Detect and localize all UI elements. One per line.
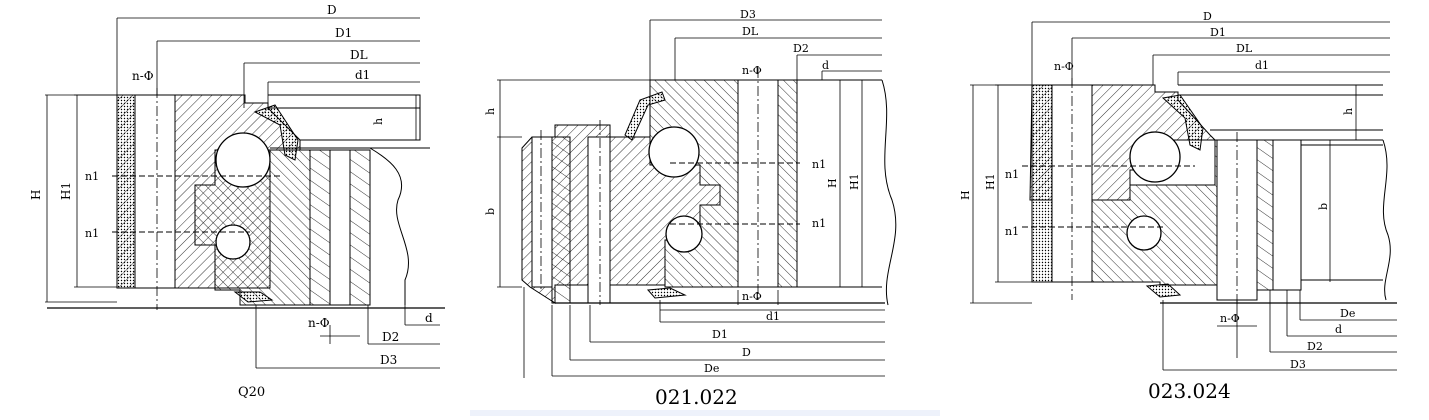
q20-label-D2: D2 bbox=[382, 330, 399, 344]
d2-label-D3: D3 bbox=[740, 8, 756, 21]
d2-label-nphi-top: n-Φ bbox=[742, 64, 762, 77]
q20-label-DL: DL bbox=[350, 48, 368, 62]
q20-break-line bbox=[369, 147, 409, 305]
d2-dimension-lines bbox=[497, 19, 885, 378]
q20-label-d1: d1 bbox=[355, 68, 370, 82]
d3-upper-ball bbox=[1129, 131, 1181, 183]
d3-label-nphi-bottom: n-Φ bbox=[1220, 312, 1240, 325]
q20-label-D: D bbox=[327, 3, 337, 17]
q20-top-seal bbox=[253, 104, 299, 161]
d3-label-De: De bbox=[1340, 307, 1355, 320]
d2-label-n1a: n1 bbox=[812, 158, 826, 171]
d3-label-D2: D2 bbox=[1307, 340, 1323, 353]
d2-caption: 021.022 bbox=[655, 385, 738, 409]
q20-caption: Q20 bbox=[238, 385, 265, 400]
d2-label-n1b: n1 bbox=[812, 217, 826, 230]
d3-label-h: h bbox=[1342, 108, 1355, 115]
q20-bottom-seal bbox=[233, 291, 274, 303]
bottom-strip bbox=[470, 410, 940, 416]
q20-inner-ring bbox=[194, 149, 311, 306]
q20-lower-ball bbox=[215, 224, 251, 260]
d3-label-D3: D3 bbox=[1290, 358, 1306, 371]
q20-outer-edge bbox=[116, 94, 136, 289]
d3-label-d1: d1 bbox=[1255, 59, 1269, 72]
d3-labels: D D1 DL d1 n-Φ H H1 n1 n1 h b n-Φ De d D… bbox=[959, 10, 1355, 403]
d2-label-D: D bbox=[742, 346, 751, 359]
d2-label-d: d bbox=[822, 59, 829, 72]
d3-label-DL: DL bbox=[1236, 42, 1253, 55]
d2-label-d1: d1 bbox=[766, 310, 780, 323]
q20-label-H: H bbox=[29, 190, 43, 200]
q20-labels: D D1 DL d1 n-Φ H H1 n1 n1 h n-Φ D2 D3 d … bbox=[29, 3, 433, 400]
d3-label-n1a: n1 bbox=[1005, 168, 1019, 181]
d3-label-H1: H1 bbox=[984, 173, 997, 190]
q20-label-n1a: n1 bbox=[85, 170, 99, 183]
q20-label-h: h bbox=[372, 118, 385, 125]
d3-break-line bbox=[1382, 139, 1391, 301]
d3-label-D: D bbox=[1203, 10, 1212, 23]
q20-upper-ball bbox=[215, 132, 271, 188]
q20-label-nphi-top: n-Φ bbox=[132, 69, 154, 83]
d3-label-D1: D1 bbox=[1210, 26, 1226, 39]
d3-lower-ball bbox=[1126, 215, 1162, 251]
d2-label-DL: DL bbox=[742, 25, 759, 38]
d2-label-D1: D1 bbox=[712, 328, 728, 341]
diagram-q20 bbox=[45, 17, 445, 369]
d3-caption: 023.024 bbox=[1148, 379, 1231, 403]
d3-dimension-lines bbox=[970, 21, 1397, 371]
d2-label-nphi-bottom: n-Φ bbox=[742, 290, 762, 303]
q20-label-D1: D1 bbox=[335, 26, 352, 40]
d3-label-b: b bbox=[1317, 203, 1330, 210]
d2-label-b: b bbox=[484, 208, 497, 215]
q20-label-D3: D3 bbox=[380, 353, 397, 367]
q20-label-nphi-bottom: n-Φ bbox=[308, 316, 330, 330]
d3-label-d: d bbox=[1335, 323, 1342, 336]
d2-upper-ball bbox=[648, 126, 700, 178]
d3-label-nphi-top: n-Φ bbox=[1054, 60, 1074, 73]
d2-label-H1: H1 bbox=[848, 173, 861, 190]
d2-label-De: De bbox=[704, 362, 719, 375]
d2-lower-ball bbox=[665, 215, 703, 253]
d3-label-n1b: n1 bbox=[1005, 225, 1019, 238]
d2-label-D2: D2 bbox=[793, 42, 809, 55]
d2-label-H: H bbox=[826, 178, 839, 188]
diagram-023-024 bbox=[970, 21, 1397, 371]
d2-break-line bbox=[881, 79, 897, 306]
q20-label-H1: H1 bbox=[59, 182, 73, 200]
q20-dimension-lines bbox=[45, 17, 440, 369]
diagram-021-022 bbox=[497, 19, 897, 378]
d2-label-h: h bbox=[484, 108, 497, 115]
q20-label-n1b: n1 bbox=[85, 227, 99, 240]
d3-label-H: H bbox=[959, 190, 972, 200]
d2-labels: D3 DL D2 d n-Φ h b n1 n1 H H1 n-Φ d1 D1 … bbox=[484, 8, 861, 409]
d2-bottom-seal bbox=[646, 287, 687, 299]
q20-label-d: d bbox=[425, 311, 433, 325]
d2-top-seal bbox=[624, 91, 666, 141]
q20-bolt-hole bbox=[134, 94, 176, 289]
d3-gear-teeth bbox=[1256, 139, 1274, 291]
d3-bottom-seal bbox=[1145, 283, 1182, 298]
